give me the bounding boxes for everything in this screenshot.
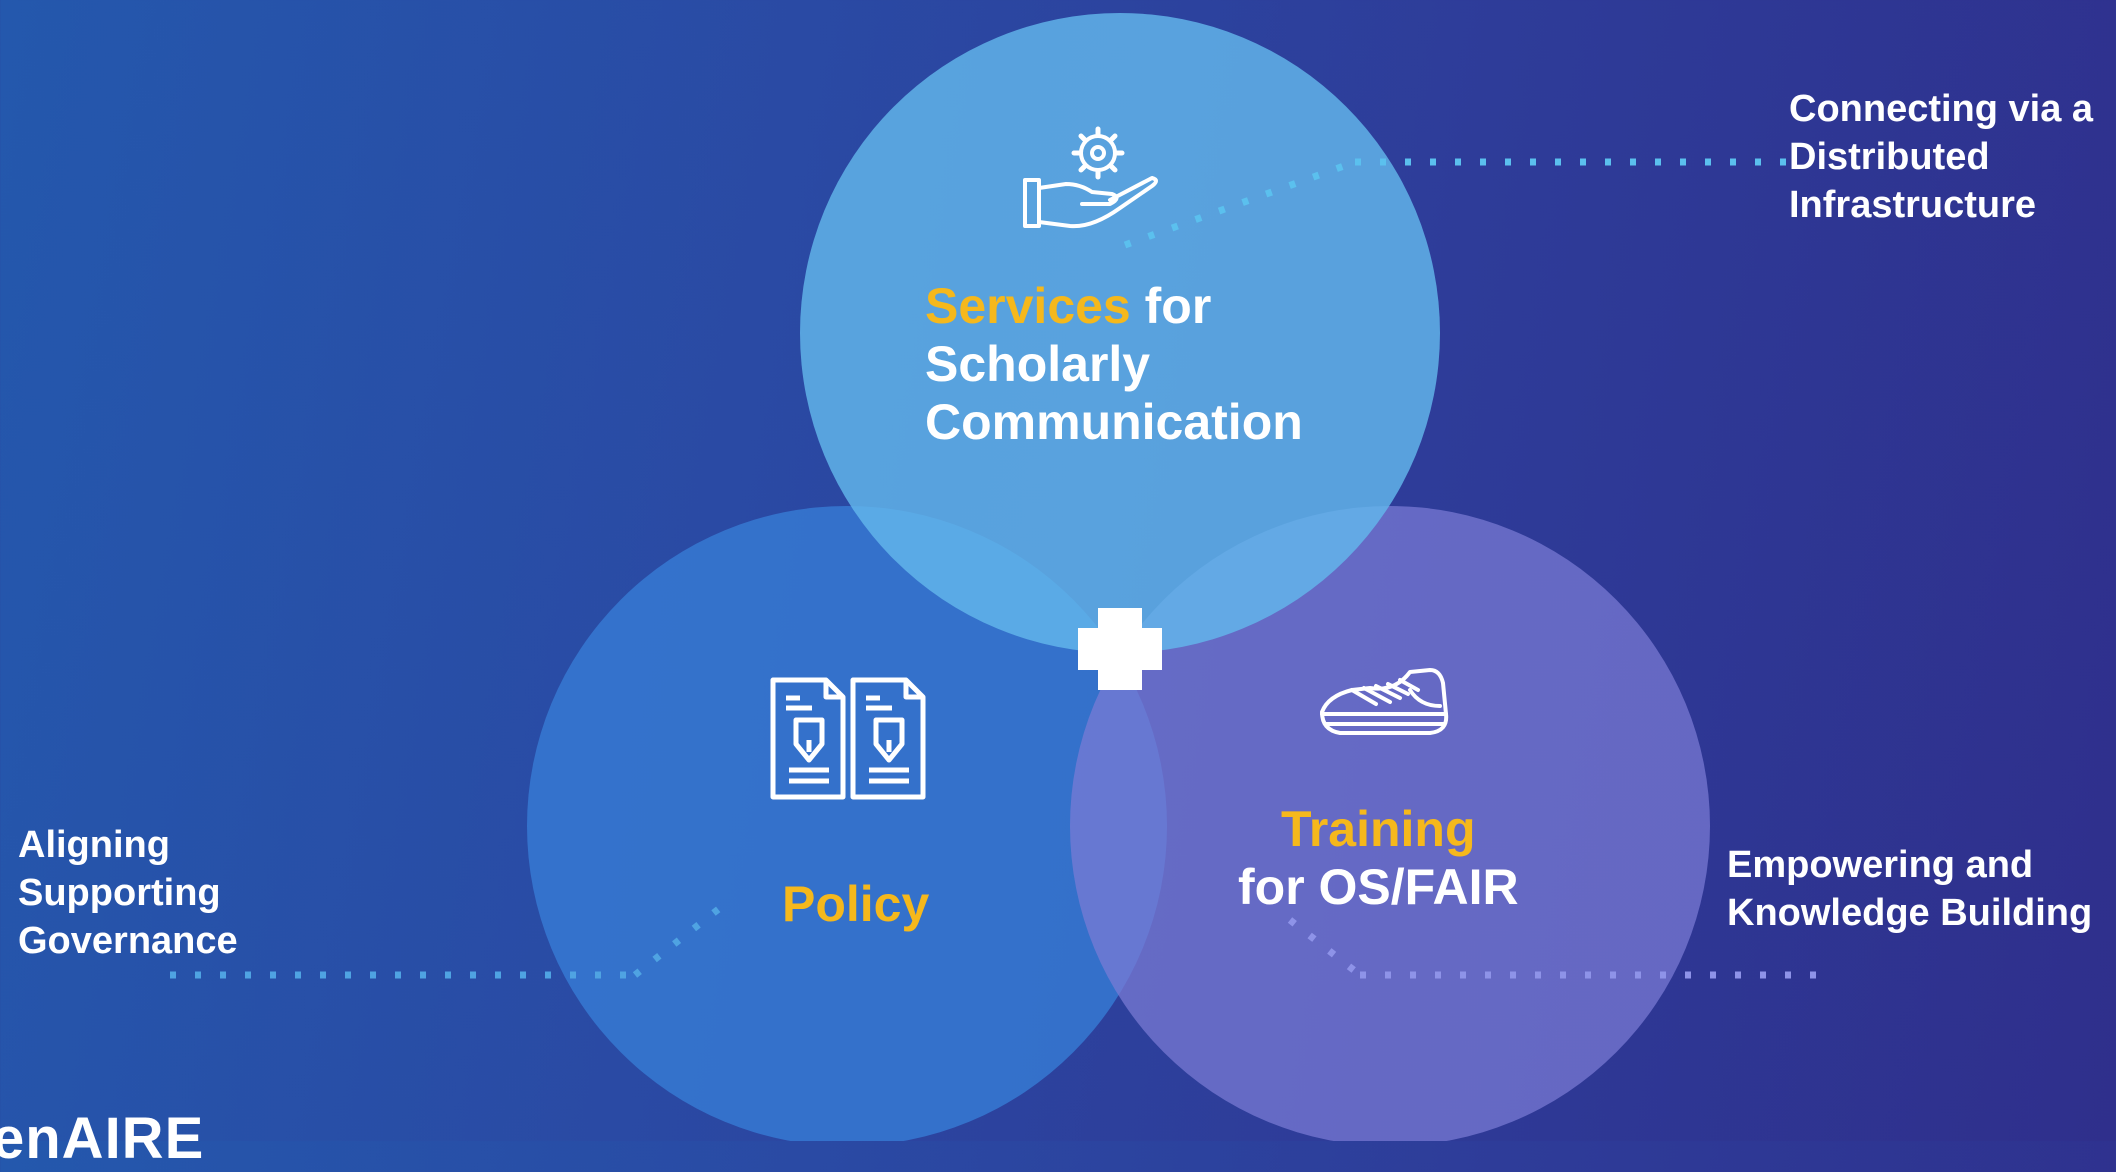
sneaker-icon	[1320, 668, 1449, 735]
connector-right-bottom	[1287, 917, 1830, 979]
side-label-line: Empowering and	[1727, 844, 2034, 886]
training-title-line2: for OS/FAIR	[1238, 859, 1519, 915]
services-accent-word: Services	[925, 278, 1131, 334]
side-label-line: Aligning	[18, 824, 170, 866]
circle-services	[800, 13, 1440, 653]
side-label-line: Governance	[18, 920, 238, 962]
services-title-line3: Communication	[925, 394, 1303, 450]
side-label-line: Distributed	[1789, 136, 1990, 178]
side-label-line: Supporting	[18, 872, 221, 914]
training-title: Training for OS/FAIR	[1238, 800, 1519, 916]
plus-icon	[1078, 608, 1162, 690]
services-title-line2: Scholarly	[925, 336, 1151, 392]
connector-right-top	[1123, 158, 1790, 249]
training-accent-word: Training	[1281, 801, 1476, 857]
venn-diagram-slide: Services for Scholarly Communication Pol…	[18, 13, 2093, 1141]
side-label-line: Connecting via a	[1789, 88, 2094, 130]
circle-training	[1070, 506, 1710, 1141]
side-label-line: Knowledge Building	[1727, 892, 2093, 934]
openaire-logo: enAIRE	[0, 1106, 205, 1171]
connector-left	[170, 897, 733, 979]
policy-title: Policy	[782, 876, 930, 932]
side-label-line: Infrastructure	[1789, 184, 2037, 226]
venn-diagram	[170, 13, 1830, 1141]
side-label-connecting: Connecting via a Distributed Infrastruct…	[1789, 85, 2093, 229]
side-label-empowering: Empowering and Knowledge Building	[1727, 841, 2092, 937]
circle-policy	[527, 506, 1167, 1141]
hand-with-gear-icon	[1023, 126, 1158, 229]
policy-documents-icon	[770, 677, 926, 800]
services-title-rest: for	[1130, 278, 1212, 334]
services-title: Services for Scholarly Communication	[925, 277, 1303, 451]
side-label-aligning: Aligning Supporting Governance	[18, 821, 238, 965]
